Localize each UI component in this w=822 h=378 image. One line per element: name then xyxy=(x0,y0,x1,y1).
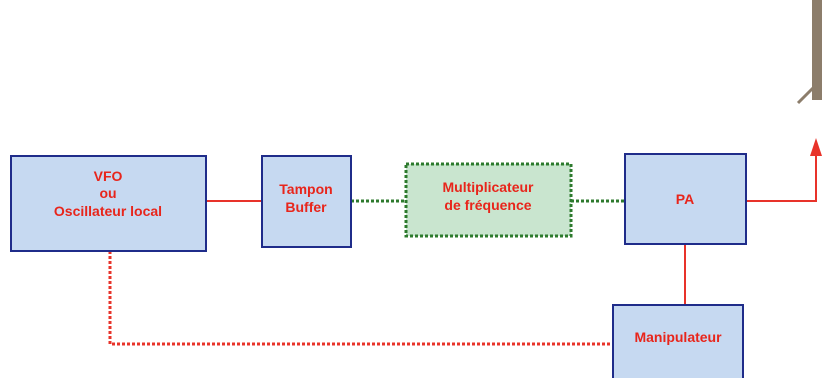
antenna-mast xyxy=(812,0,822,100)
keyer-box xyxy=(612,304,744,378)
buffer-label-line1: Tampon xyxy=(279,181,332,197)
vfo-label-line1: VFO xyxy=(94,168,123,184)
vfo-label-line3: Oscillateur local xyxy=(54,203,162,219)
vfo-to-keyer-dotted-line xyxy=(108,251,613,346)
buffer-block: Tampon Buffer xyxy=(261,155,352,248)
buffer-box xyxy=(261,155,352,248)
vfo-label-line2: ou xyxy=(99,185,116,201)
keyer-block: Manipulateur xyxy=(612,304,744,378)
antenna-arrowhead xyxy=(810,138,822,156)
keyer-label: Manipulateur xyxy=(634,329,722,345)
buffer-label-line2: Buffer xyxy=(285,199,327,215)
frequency-multiplier-box xyxy=(404,162,573,238)
pa-block: PA xyxy=(624,153,747,245)
pa-to-antenna-line xyxy=(746,148,817,202)
antenna-element xyxy=(796,86,815,105)
vfo-block: VFO ou Oscillateur local xyxy=(10,155,207,252)
frequency-multiplier-label-line1: Multiplicateur xyxy=(442,179,534,195)
vfo-box xyxy=(10,155,207,252)
frequency-multiplier-block: Multiplicateur de fréquence xyxy=(404,162,573,238)
frequency-multiplier-label-line2: de fréquence xyxy=(444,197,531,213)
pa-box xyxy=(624,153,747,245)
pa-label: PA xyxy=(676,191,694,207)
